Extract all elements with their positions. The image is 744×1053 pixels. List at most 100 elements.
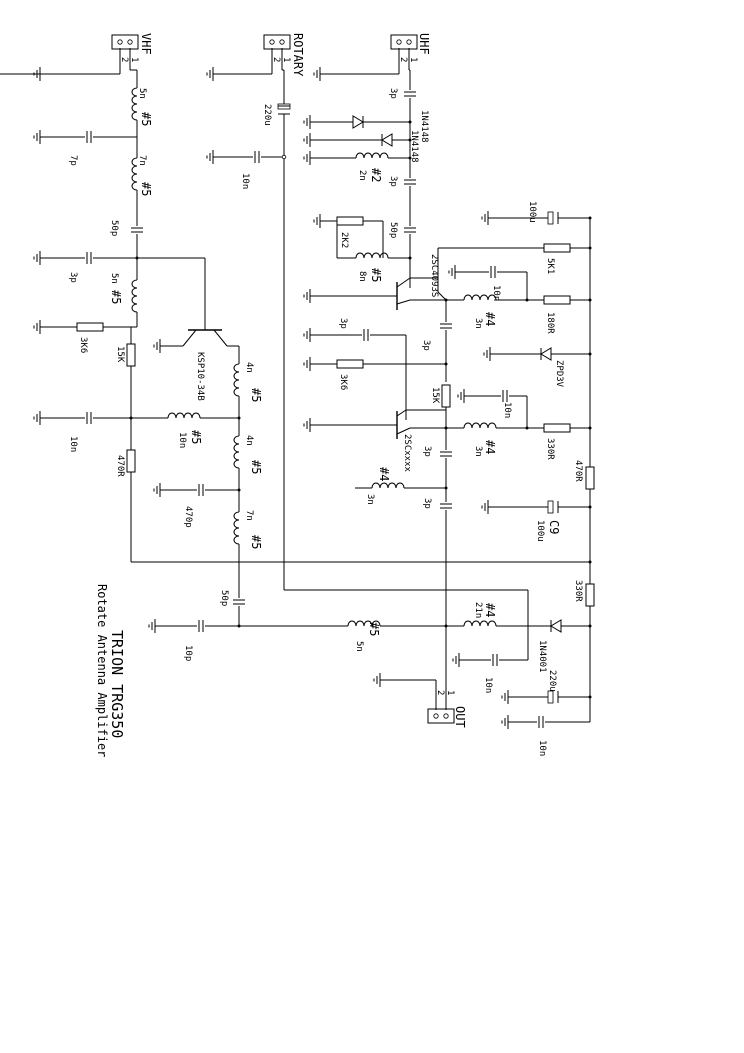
out-pin1: 1 (445, 690, 455, 695)
uhf-resistor-2k2 (336, 216, 364, 226)
uhf-cap-10n-out (492, 653, 498, 667)
vhf-cap-7p (86, 130, 92, 144)
vhf-c6-value: 50p (219, 590, 229, 606)
uhf-cap-50p (403, 227, 417, 233)
uhf-pin1: 1 (408, 57, 418, 62)
vhf-connector-label: VHF (139, 33, 153, 55)
vhf-inductor-1 (131, 87, 138, 121)
rotary-connector (263, 34, 291, 50)
vhf-c7-value: 10p (183, 645, 193, 661)
uhf-cap-10n-2 (502, 389, 508, 403)
uhf-l5-type: #4 (377, 467, 391, 481)
uhf-c9v-value: 3p (422, 446, 432, 457)
uhf-cap-100u (547, 211, 554, 225)
uhf-connector (390, 34, 418, 50)
uhf-c1-value: 3p (388, 88, 398, 99)
out-connector (427, 708, 455, 724)
vhf-l6-value: 4n (244, 435, 254, 446)
uhf-c12-value: 220u (547, 670, 557, 692)
uhf-l2-value: 8n (357, 271, 367, 282)
uhf-cap-3p-4 (363, 328, 369, 342)
uhf-c3-value: 50p (388, 222, 398, 238)
vhf-r2-value: 15K (115, 346, 125, 363)
out-connector-label: OUT (453, 706, 467, 728)
vhf-l6-type: #5 (249, 460, 263, 474)
vhf-l1-value: 5n (137, 88, 147, 99)
vhf-cap-470p (198, 483, 204, 497)
uhf-resistor-180r (543, 295, 571, 305)
uhf-cap-3p-6 (439, 503, 453, 509)
uhf-cap-220u (547, 690, 554, 704)
rotary-pin2: 2 (271, 57, 281, 62)
vhf-inductor-2 (131, 157, 138, 191)
vhf-c1-value: 7p (68, 155, 78, 166)
vhf-c3-value: 3p (68, 272, 78, 283)
uhf-cap-3p-2 (403, 179, 417, 185)
uhf-diode-1n4001 (550, 619, 562, 633)
uhf-r8-value: 330R (573, 580, 583, 602)
vhf-c4-value: 10n (68, 436, 78, 452)
vhf-inductor-5 (167, 412, 201, 419)
uhf-inductor-21n (463, 620, 497, 627)
vhf-l2-value: 7n (137, 155, 147, 166)
vhf-l8-value: 5n (354, 641, 364, 652)
uhf-c8-value: 10n (502, 402, 512, 418)
uhf-inductor-3n-2 (463, 422, 497, 429)
uhf-cap-10n-last (538, 715, 544, 729)
vhf-resistor-470r (126, 449, 136, 473)
uhf-l4-type: #4 (483, 440, 497, 454)
uhf-l1-type: #2 (369, 168, 383, 182)
vhf-l3-type: #5 (109, 290, 123, 304)
uhf-l6-type: #4 (483, 603, 497, 617)
uhf-inductor-3n-3 (371, 482, 405, 489)
vhf-inductor-7 (233, 511, 240, 545)
uhf-cap-10n-1 (490, 265, 496, 279)
vhf-connector (111, 34, 139, 50)
vhf-inductor-3 (131, 279, 138, 313)
uhf-c11-value: 10n (483, 677, 493, 693)
vhf-l3-value: 5n (109, 273, 119, 284)
uhf-resistor-5k1 (543, 243, 571, 253)
vhf-l1-type: #5 (139, 112, 153, 126)
uhf-cap-3p-5 (439, 451, 453, 457)
uhf-cap-c9 (547, 500, 554, 514)
uhf-r5-value: 15K (430, 387, 440, 404)
vhf-inductor-4 (233, 363, 240, 397)
uhf-r7-value: 470R (573, 460, 583, 482)
vhf-cap-10p (198, 619, 204, 633)
uhf-c7-value: 3p (421, 340, 431, 351)
uhf-r3-value: 180R (545, 312, 555, 334)
uhf-c9-value: 100u (535, 520, 545, 542)
vhf-c2-value: 50p (109, 220, 119, 236)
schematic-title: TRION TRG350 (108, 630, 126, 738)
uhf-c6-value: 3p (338, 318, 348, 329)
uhf-t1-label: 2SC4093S (429, 254, 439, 297)
vhf-cap-50p (130, 227, 144, 233)
vhf-cap-50p-out (232, 599, 246, 605)
rotary-cap-10n (254, 150, 260, 164)
uhf-pin2: 2 (398, 57, 408, 62)
schematic-subtitle: Rotate Antenna Amplifier (95, 584, 109, 757)
vhf-l8-type: #5 (367, 622, 381, 636)
uhf-r1-value: 2K2 (339, 232, 349, 248)
vhf-resistor-15k (126, 343, 136, 367)
uhf-cap-3p-in (403, 91, 417, 97)
vhf-r1-value: 3K6 (78, 337, 88, 353)
uhf-c5-value: 10n (491, 285, 501, 301)
vhf-cap-10n (86, 411, 92, 425)
vhf-c5-value: 470p (183, 506, 193, 528)
uhf-c4-value: 100u (527, 201, 537, 223)
uhf-resistor-330r (543, 423, 571, 433)
vhf-l4-type: #5 (189, 430, 203, 444)
uhf-l3-type: #4 (483, 312, 497, 326)
uhf-l2-type: #5 (369, 268, 383, 282)
uhf-resistor-15k (441, 384, 451, 408)
vhf-pin1: 1 (129, 57, 139, 62)
uhf-resistor-330r-2 (585, 583, 595, 607)
vhf-transistor-label: KSP10-34B (195, 352, 205, 401)
uhf-connector-label: UHF (417, 33, 431, 55)
uhf-r2-value: 5K1 (545, 258, 555, 274)
vhf-pin2: 2 (119, 57, 129, 62)
